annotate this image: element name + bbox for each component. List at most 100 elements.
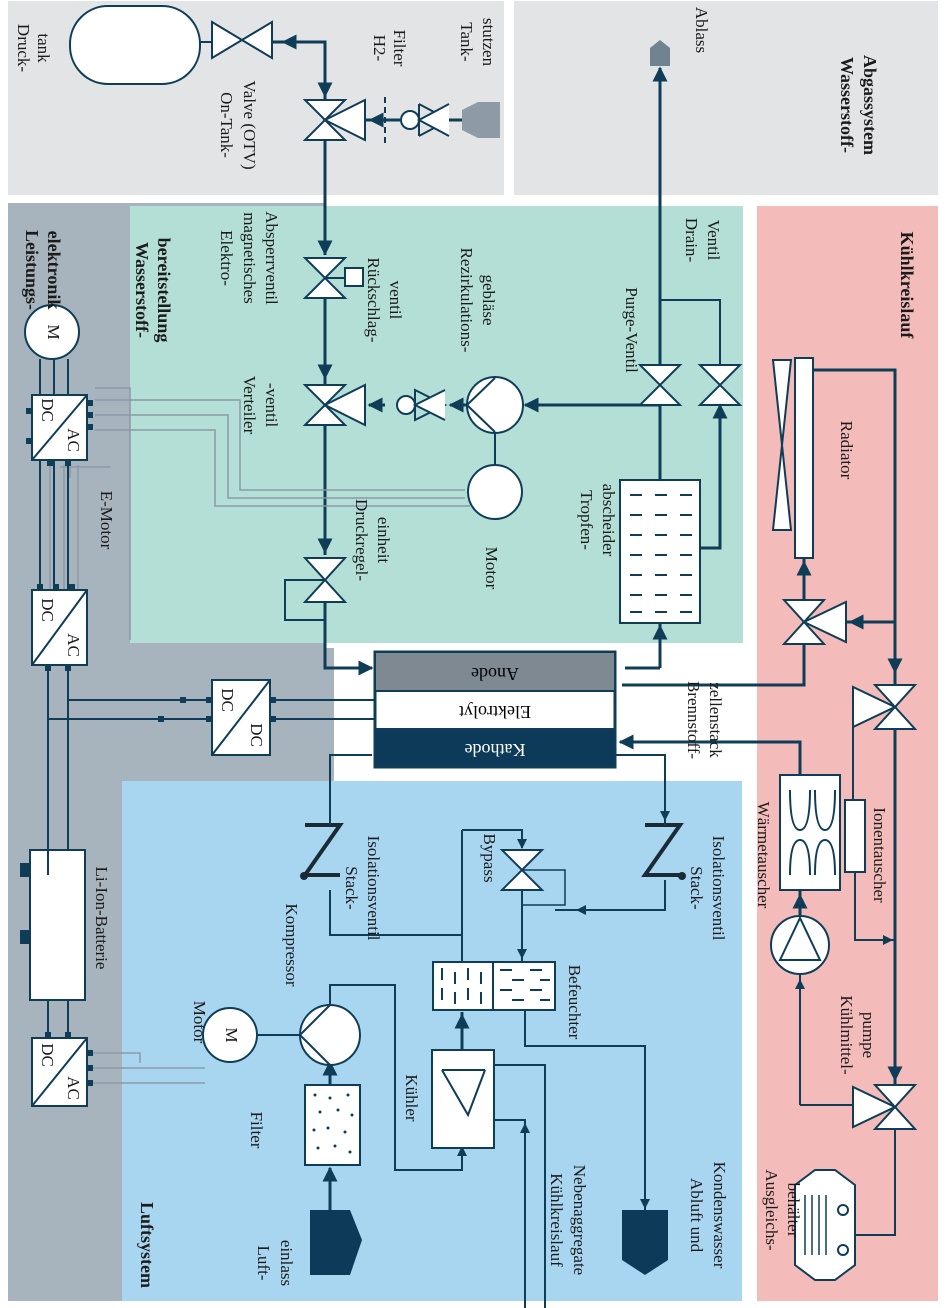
label-m-air: M [222,1027,241,1042]
label-motor-air: Motor [190,1001,209,1044]
section-leistung-1: Leistungs- [22,230,42,310]
dc-ac-inverter-middle [31,584,88,671]
motor-air-icon [202,1007,258,1063]
label-kuehler: Kühler [402,1074,421,1122]
label-ac-top: AC [64,428,83,452]
tankstutzen-icon [462,102,500,138]
li-ion-batterie-icon [20,849,86,1001]
befeuchter-icon [432,961,556,1011]
dc-dc-converter [206,679,276,756]
tank-valve-icon [211,20,273,60]
label-kuehlmittel-1: Kühlmittel- [837,995,856,1075]
brennstoffzellenstack [373,650,617,769]
rueckschlagventil-icon [396,388,448,422]
stack-isolationsventil-a-icon [300,823,344,880]
label-h2-filter-1: H2- [370,35,389,62]
radiator-icon [794,357,814,559]
label-filter: Filter [247,1112,266,1149]
label-dc-top: DC [38,398,57,422]
label-stack-iso-a-1: Stack- [342,866,361,910]
verteilerventil-icon [302,383,366,427]
label-dc-dcdc-1: DC [218,688,237,712]
label-druckregel-1: Druckregel- [352,499,371,581]
kompressor-icon [299,1004,361,1066]
label-ausgleich-2: behälter [784,1183,803,1238]
label-elektrolyt: Elektrolyt [459,702,531,722]
dc-ac-inverter-bottom [31,1032,93,1107]
label-m-top: M [44,324,63,339]
lufteinlass-icon [310,1210,362,1275]
section-wbereit-2: bereitstellung [154,238,174,343]
section-tank: tank [34,33,53,63]
section-kuehlkreislauf: Kühlkreislauf [897,232,917,340]
label-kompressor: Kompressor [282,903,301,986]
label-kkl-1: Kühlkreislauf [547,1173,566,1267]
waermetauscher-icon [779,774,841,891]
abgas-panel [514,1,938,195]
label-dc-dcdc-2: DC [247,723,266,747]
label-verteiler-2: -ventil [262,383,281,428]
label-befeuchter: Befeuchter [565,965,584,1040]
label-emotor: E-Motor [97,491,116,550]
label-kathode: Kathode [465,740,526,760]
label-druckregel-2: einheit [374,517,393,564]
label-tropfen-1: Tropfen- [577,490,596,550]
dc-ac-inverter-top [26,394,93,466]
label-radiator: Radiator [837,421,856,480]
label-kuehlmittel-2: pumpe [859,1012,878,1058]
label-bypass: Bypass [480,833,499,882]
label-ionen: Ionentauscher [870,807,889,903]
purge-ventil-icon [637,364,683,406]
label-kkl-2: Nebenaggregate [570,1165,589,1275]
label-rueck-1: Rückschlag- [364,258,383,343]
label-stack-iso-b-2: Isolationsventil [709,836,728,941]
label-brenn-2: zellenstack [706,682,725,758]
label-on-tank-1: On-Tank- [217,92,236,158]
label-luft-1: Luft- [254,1246,273,1281]
label-brenn-1: Brennstoff- [684,681,703,759]
label-drain-2: Ventil [704,220,723,261]
label-on-tank-2: Valve (OTV) [240,80,259,169]
label-ac-mid: AC [64,633,83,657]
label-elektro-2: magnetisches [240,212,259,304]
label-batterie: Li-Ion-Batterie [92,867,111,970]
luftfilter-icon [304,1084,361,1166]
label-verteiler-1: Verteiler [240,376,259,435]
label-rezi-2: gebläse [479,275,498,326]
label-dc-mid: DC [38,598,57,622]
ausgleichsbehaelter-icon [794,1169,856,1281]
label-anode: Anode [471,664,519,684]
stack-isolationsventil-b-icon [641,823,686,880]
label-stack-iso-b-1: Stack- [687,866,706,910]
label-ac-bot: AC [64,1076,83,1100]
rezirkulationsgeblaese-icon [466,376,524,434]
label-rezi-1: Rezirkulations- [457,248,476,353]
absperrventil-icon [302,257,364,299]
label-elektro-3: Absperrventil [262,211,281,305]
druck-tank [69,5,201,85]
section-abgas-1: Wasserstoff- [837,57,857,153]
section-druck: Druck- [14,24,33,72]
label-rueck-2: ventil [386,281,405,320]
section-luftsystem: Luftsystem [137,1202,157,1288]
label-waerme: Wärmetauscher [754,802,773,909]
e-motor-icon [24,304,80,360]
label-h2-filter-2: Filter [390,30,409,67]
label-abluft-2: Kondenswasser [710,1162,729,1269]
abluft-icon [622,1210,668,1275]
label-tank-1: Tank- [457,22,476,62]
label-dc-bot: DC [38,1043,57,1067]
section-leistung-2: elektronik [44,231,64,310]
label-purge: Purge-Ventil [622,287,641,373]
ablass-icon [650,40,670,66]
label-drain-1: Drain- [682,218,701,263]
tropfenabscheider-icon [619,479,701,624]
label-ausgleich-1: Ausgleichs- [762,1169,781,1251]
kuehlmittelpumpe-icon [770,915,830,975]
motor-h2-icon [467,464,523,520]
label-abluft-1: Abluft und [687,1178,706,1253]
label-tropfen-2: abscheider [599,484,618,557]
label-elektro-1: Elektro- [217,230,236,286]
